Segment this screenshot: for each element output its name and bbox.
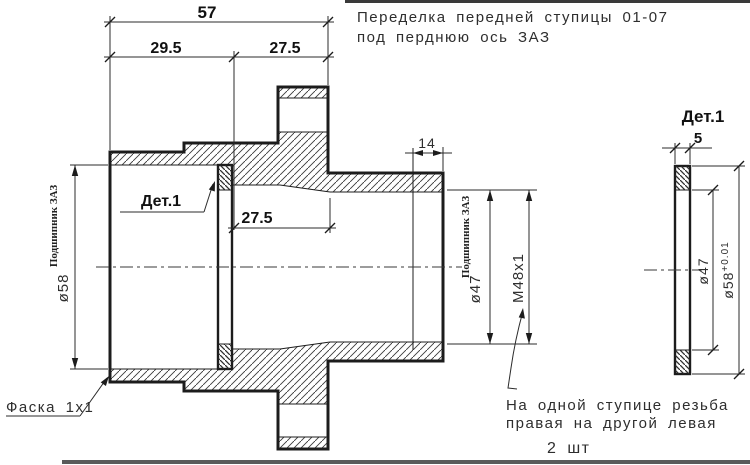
dim-left-bore-value: ø58 — [55, 274, 72, 303]
dim-overall-length: 57 — [104, 3, 334, 150]
dim-ring-inner-dia-value: ø47 — [695, 257, 711, 284]
right-bearing-note: Подшипник ЗАЗ — [460, 196, 472, 279]
dim-section-lengths: 29.5 27.5 — [104, 40, 334, 230]
detail-callout: Дет.1 — [120, 181, 215, 213]
thread-direction-note: На одной ступице резьба правая на другой… — [506, 397, 729, 432]
dim-right-bore-thread: Подшипник ЗАЗ ø47 M48x1 — [447, 189, 537, 390]
thread-note-line1: На одной ступице резьба — [506, 397, 729, 414]
scan-artifacts — [62, 0, 750, 464]
hub-bore-lines — [110, 97, 443, 438]
detail-ring-bottom-section — [674, 349, 691, 375]
dim-right-section-value: 27.5 — [269, 40, 300, 57]
dim-ring-outer-dia-value: ø58+0.01 — [720, 241, 736, 298]
hub-section-hatching — [110, 87, 443, 449]
dim-left-bore: Подшипник ЗАЗ ø58 — [48, 164, 108, 370]
title-note: Переделка передней ступицы 01-07 под пер… — [357, 9, 668, 46]
dim-ring-thickness: 5 — [662, 130, 712, 164]
chamfer-callout: Фаска 1х1 — [6, 376, 109, 417]
dim-ring-inner-dia: ø47 — [692, 184, 719, 356]
quantity-note: 2 шт — [547, 440, 591, 457]
dim-left-section-value: 29.5 — [150, 40, 181, 57]
detail-callout-label: Дет.1 — [141, 193, 181, 210]
dim-ring-outer-dia: ø58+0.01 — [692, 160, 745, 380]
dim-inner-bore-length: 27.5 — [228, 198, 336, 234]
dim-right-bore-value: ø47 — [467, 275, 484, 304]
dim-thread-spec-value: M48x1 — [510, 253, 527, 303]
title-note-line1: Переделка передней ступицы 01-07 — [357, 9, 668, 26]
dim-thread-length-value: 14 — [418, 135, 436, 151]
thread-note-line2: правая на другой левая — [506, 415, 717, 432]
dim-thread-length: 14 — [405, 135, 452, 171]
dim-overall-length-value: 57 — [198, 3, 217, 22]
dim-inner-bore-value: 27.5 — [241, 210, 272, 227]
title-note-line2: под перднюю ось ЗАЗ — [357, 29, 551, 46]
detail-ring-top-section — [674, 165, 691, 191]
left-bearing-note: Подшипник ЗАЗ — [48, 185, 60, 268]
chamfer-note-label: Фаска 1х1 — [6, 399, 94, 416]
detail-view-title: Дет.1 — [682, 107, 725, 126]
dim-ring-thickness-value: 5 — [694, 130, 702, 147]
detail-view: Дет.1 5 ø47 — [644, 107, 745, 380]
hub-outline — [108, 85, 445, 451]
